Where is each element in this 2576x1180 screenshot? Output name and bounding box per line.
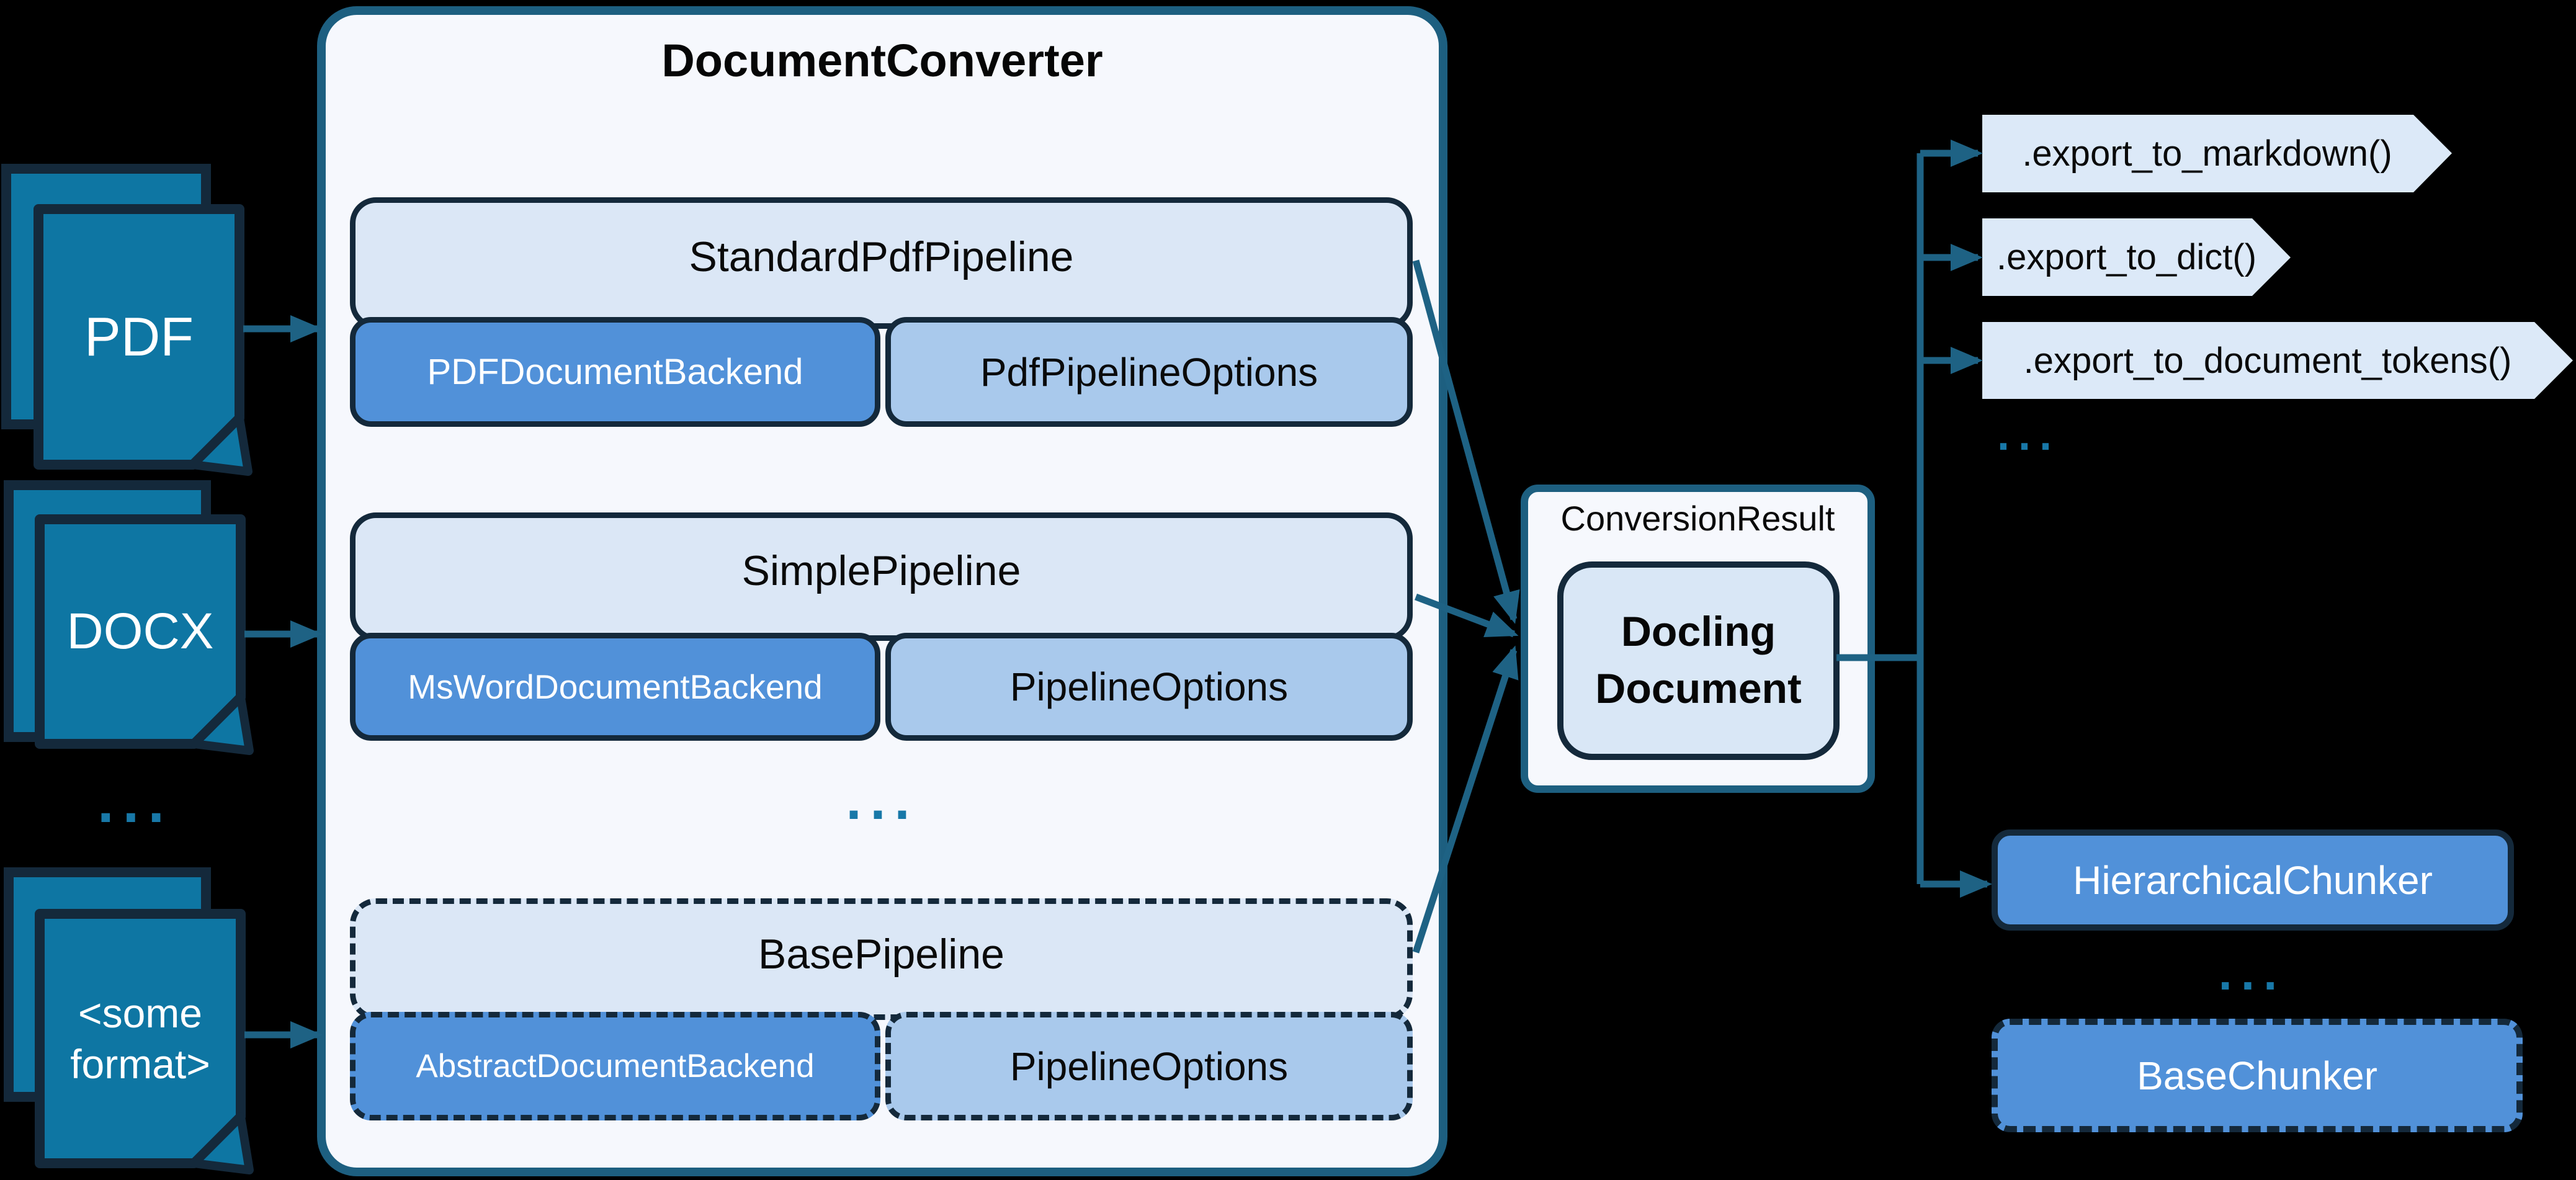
inputs-ellipsis: ... bbox=[97, 769, 173, 835]
pipeline-options-box: PipelineOptions bbox=[885, 633, 1413, 741]
docling-document-box: Docling Document bbox=[1557, 561, 1840, 760]
chunkers-ellipsis: ... bbox=[2218, 945, 2286, 1000]
export-markdown-label: .export_to_markdown() bbox=[2022, 133, 2392, 174]
some-format-label: <some format> bbox=[40, 914, 241, 1163]
docx-documents-icon bbox=[4, 480, 254, 755]
docling-document-line2: Document bbox=[1595, 665, 1802, 712]
hierarchical-chunker-box: HierarchicalChunker bbox=[1992, 829, 2514, 931]
export-dict-label: .export_to_dict() bbox=[1996, 237, 2257, 277]
pdf-pipeline-options-box: PdfPipelineOptions bbox=[885, 317, 1413, 427]
conversion-result-label: ConversionResult bbox=[1560, 498, 1835, 538]
docx-label: DOCX bbox=[66, 602, 214, 659]
some-format-line2: format> bbox=[70, 1041, 210, 1087]
abstract-document-backend-box: AbstractDocumentBackend bbox=[350, 1012, 880, 1120]
some-format-line1: <some bbox=[78, 990, 202, 1036]
base-pipeline-options-box: PipelineOptions bbox=[885, 1012, 1413, 1120]
pdf-document-backend-box: PDFDocumentBackend bbox=[350, 317, 880, 427]
document-converter-title: DocumentConverter bbox=[661, 34, 1103, 86]
msword-document-backend-box: MsWordDocumentBackend bbox=[350, 633, 880, 741]
export-document-tokens-label: .export_to_document_tokens() bbox=[2023, 341, 2512, 381]
exports-ellipsis: ... bbox=[1997, 410, 2060, 460]
standard-pdf-pipeline-box: StandardPdfPipeline bbox=[350, 197, 1413, 329]
export-markdown-chevron bbox=[1982, 115, 2452, 192]
simple-pipeline-box: SimplePipeline bbox=[350, 512, 1413, 641]
export-dict-chevron bbox=[1982, 218, 2291, 296]
docling-document-line1: Docling bbox=[1621, 608, 1776, 656]
base-chunker-box: BaseChunker bbox=[1992, 1019, 2523, 1132]
export-document-tokens-chevron bbox=[1982, 322, 2573, 399]
pdf-documents-icon bbox=[1, 164, 253, 476]
pdf-label: PDF bbox=[84, 306, 194, 367]
some-format-documents-icon bbox=[4, 867, 254, 1174]
base-pipeline-box: BasePipeline bbox=[350, 898, 1413, 1020]
pipelines-ellipsis: ... bbox=[846, 769, 919, 831]
